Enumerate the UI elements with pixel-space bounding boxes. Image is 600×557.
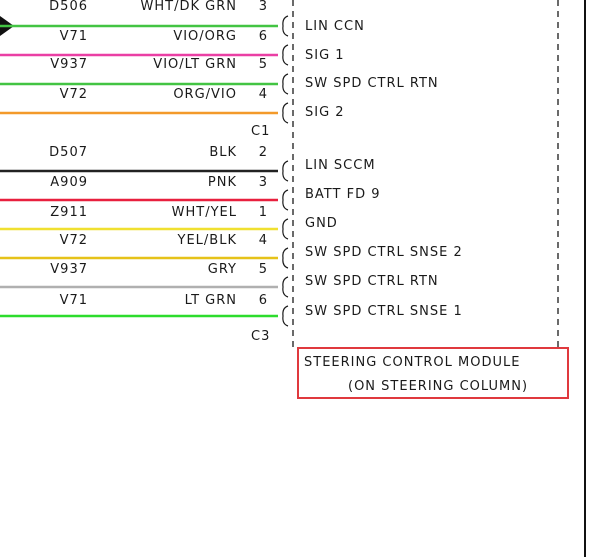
wire-color-name: VIO/LT GRN [153,57,237,72]
wire-pin-number: 2 [258,145,268,160]
connector-pin-bracket [282,189,289,211]
wire-circuit-id: V71 [59,29,88,44]
wire-circuit-id: D506 [49,0,88,14]
wire-color-name: BLK [209,145,237,160]
wire-pin-number: 1 [258,205,268,220]
wire-color-name: VIO/ORG [173,29,237,44]
connector-label-c3: C3 [251,329,271,344]
wire-signal-name: SW SPD CTRL SNSE 1 [305,304,463,319]
wire-color-name: WHT/DK GRN [140,0,237,14]
wire-signal-name: GND [305,216,338,231]
wire-color-name: YEL/BLK [177,233,237,248]
connector-pin-bracket [282,102,289,124]
wire-circuit-id: V937 [50,262,88,277]
wire-signal-name: SW SPD CTRL RTN [305,274,439,289]
wire-color-name: ORG/VIO [173,87,237,102]
wire-circuit-id: V72 [59,233,88,248]
wire-pin-number: 4 [258,233,268,248]
wire-signal-name: SIG 2 [305,105,345,120]
connector-label-c1: C1 [251,124,271,139]
wire-signal-name: SW SPD CTRL RTN [305,76,439,91]
wire-pin-number: 5 [258,57,268,72]
module-highlight-box[interactable] [297,347,569,399]
wire-pin-number: 3 [258,0,268,14]
connector-pin-bracket [282,218,289,240]
connector-pin-bracket [282,44,289,66]
wire-circuit-id: D507 [49,145,88,160]
wire-color-name: GRY [207,262,237,277]
wire-circuit-id: Z911 [50,205,88,220]
connector-pin-bracket [282,247,289,269]
wire-pin-number: 5 [258,262,268,277]
connector-pin-bracket [282,160,289,182]
wire-signal-name: LIN SCCM [305,158,376,173]
wire-pin-number: 4 [258,87,268,102]
module-name: STEERING CONTROL MODULE [304,355,521,370]
wire-pin-number: 6 [258,293,268,308]
connector-pin-bracket [282,276,289,298]
wire-pin-number: 6 [258,29,268,44]
wire-color-name: WHT/YEL [171,205,237,220]
connector-pin-bracket [282,305,289,327]
connector-pin-bracket [282,15,289,37]
wire-circuit-id: V72 [59,87,88,102]
wire-signal-name: LIN CCN [305,19,365,34]
wire-color-name: LT GRN [184,293,237,308]
module-location: (ON STEERING COLUMN) [348,379,529,394]
wire-signal-name: SW SPD CTRL SNSE 2 [305,245,463,260]
wire-signal-name: SIG 1 [305,48,345,63]
wire-circuit-id: V937 [50,57,88,72]
wire-color-name: PNK [207,175,237,190]
wire-circuit-id: A909 [50,175,88,190]
wire-pin-number: 3 [258,175,268,190]
connector-pin-bracket [282,73,289,95]
wire-circuit-id: V71 [59,293,88,308]
wire-signal-name: BATT FD 9 [305,187,381,202]
